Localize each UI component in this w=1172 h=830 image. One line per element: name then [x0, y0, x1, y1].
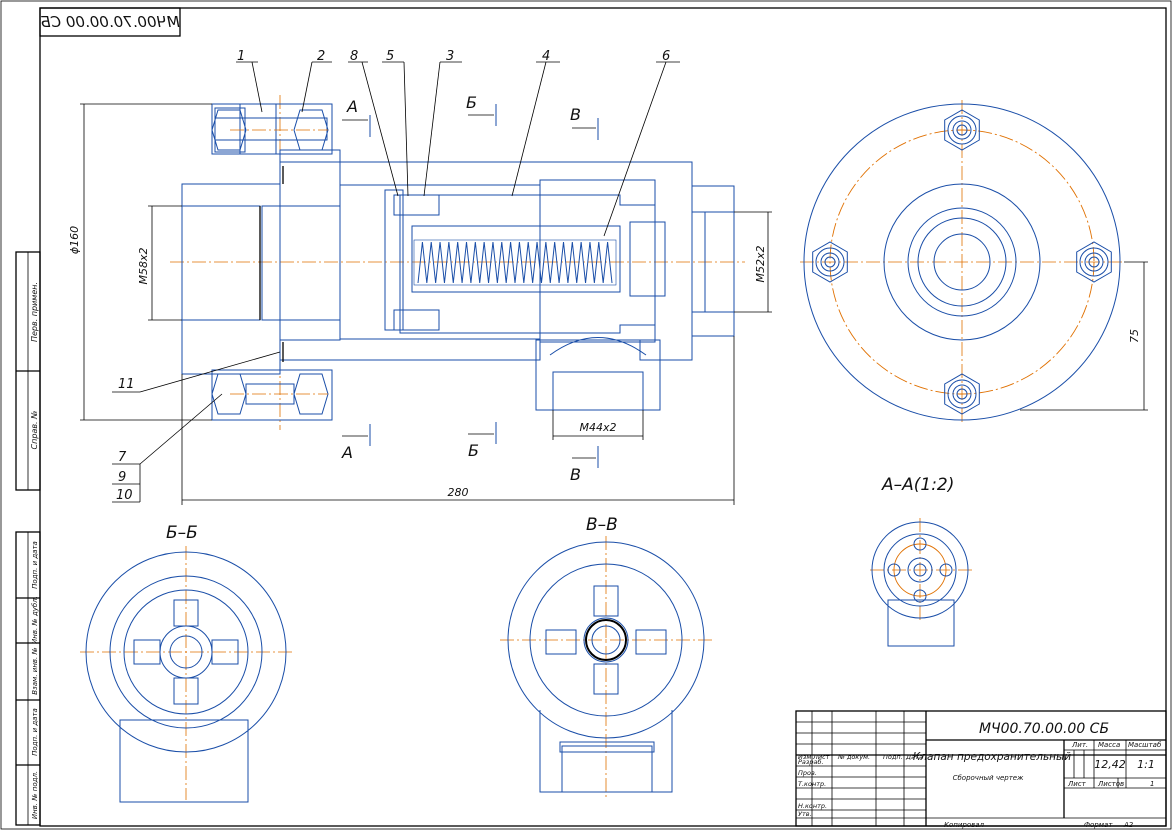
svg-text:МЧ00.70.00.00 СБ: МЧ00.70.00.00 СБ [979, 721, 1109, 737]
section-marker-b-bottom: Б [468, 422, 497, 460]
inner-frame [39, 7, 1167, 827]
side-stamp-column: Перв. примен. Справ. № Подп. и дата Инв.… [15, 251, 41, 826]
svg-text:9: 9 [118, 470, 126, 485]
svg-text:Инв. № подл.: Инв. № подл. [31, 771, 39, 819]
svg-text:Инв. № дубл.: Инв. № дубл. [31, 596, 39, 644]
svg-text:Дата: Дата [905, 753, 923, 761]
section-marker-a-bottom: А [341, 424, 371, 462]
svg-text:Пров.: Пров. [798, 769, 817, 777]
svg-text:A2: A2 [1123, 821, 1134, 829]
svg-text:ϕ160: ϕ160 [68, 226, 81, 254]
svg-text:Клапан предохранительный: Клапан предохранительный [913, 751, 1071, 763]
svg-text:Разраб.: Разраб. [798, 758, 824, 766]
svg-text:10: 10 [116, 488, 133, 503]
svg-text:75: 75 [1128, 329, 1141, 343]
section-vv-view: В–В [500, 515, 712, 800]
mirrored-code-stamp: МЧ00.70.00.00 СБ [39, 7, 181, 37]
svg-text:Перв. примен.: Перв. примен. [30, 282, 39, 342]
dimension-diameter: ϕ160 [68, 103, 212, 421]
dimension-thread-left: M58x2 [137, 205, 182, 321]
bolt-head-icon [944, 373, 980, 415]
svg-text:Т.контр.: Т.контр. [798, 780, 826, 788]
svg-text:Подп. и дата: Подп. и дата [31, 541, 39, 589]
svg-text:4: 4 [542, 49, 550, 64]
svg-text:Подп.: Подп. [883, 753, 903, 761]
svg-text:Взам. инв. №: Взам. инв. № [31, 647, 39, 695]
svg-text:Лит.: Лит. [1071, 741, 1088, 749]
svg-text:5: 5 [386, 49, 394, 64]
svg-text:2: 2 [317, 49, 325, 64]
svg-text:Б: Б [468, 441, 479, 460]
section-marker-a-top: А [342, 97, 371, 137]
part-leaders: 1 2 8 5 3 4 6 11 7 9 10 [112, 49, 680, 503]
bolt-head-icon [944, 109, 980, 151]
svg-text:M44x2: M44x2 [580, 421, 617, 434]
svg-text:Лист: Лист [1067, 780, 1087, 788]
spring [413, 239, 617, 286]
svg-text:M58x2: M58x2 [137, 248, 150, 285]
dimension-offset: 75 [1020, 261, 1148, 411]
svg-text:280: 280 [448, 486, 469, 499]
svg-text:Лист: Лист [812, 753, 830, 761]
svg-text:Изм: Изм [798, 753, 811, 761]
svg-text:А–А(1:2): А–А(1:2) [881, 475, 954, 495]
svg-text:1: 1 [237, 49, 245, 64]
section-marker-v-top: В [570, 105, 599, 140]
svg-text:Подп. и дата: Подп. и дата [31, 708, 39, 756]
svg-text:7: 7 [118, 450, 127, 465]
svg-text:Листов: Листов [1097, 780, 1124, 788]
svg-text:Н.контр.: Н.контр. [798, 802, 827, 810]
svg-text:3: 3 [446, 49, 454, 64]
svg-text:Утв.: Утв. [798, 810, 812, 818]
svg-text:1: 1 [1150, 780, 1154, 788]
svg-text:В: В [570, 465, 581, 484]
section-aa-view: А–А(1:2) [870, 475, 972, 647]
svg-text:В: В [570, 105, 581, 124]
dimension-thread-right: M52x2 [734, 211, 772, 313]
title-block: МЧ00.70.00.00 СБ Клапан предохранительны… [795, 710, 1167, 829]
section-marker-v-bottom: В [570, 446, 599, 484]
svg-text:А: А [346, 97, 358, 116]
svg-text:А: А [341, 443, 353, 462]
svg-text:Сборочный чертеж: Сборочный чертеж [953, 774, 1024, 782]
svg-text:Масса: Масса [1098, 741, 1120, 749]
svg-text:№ докум.: № докум. [837, 753, 870, 761]
section-marker-b-top: Б [466, 93, 497, 126]
svg-text:В–В: В–В [586, 515, 618, 535]
svg-text:Копировал: Копировал [944, 821, 985, 829]
dimension-length: 280 [181, 336, 735, 505]
section-bb-view: Б–Б [80, 523, 292, 803]
bolt-head-icon [1076, 241, 1112, 283]
bolt-head-icon [812, 241, 848, 283]
svg-text:12,42: 12,42 [1094, 758, 1126, 771]
svg-text:Формат: Формат [1084, 821, 1113, 829]
svg-text:6: 6 [662, 49, 670, 64]
svg-text:1:1: 1:1 [1137, 758, 1155, 771]
svg-text:Справ. №: Справ. № [30, 411, 39, 450]
svg-text:Масштаб: Масштаб [1128, 741, 1162, 749]
svg-text:M52x2: M52x2 [754, 246, 767, 283]
main-section-view: ϕ160 M58x2 M52x2 M44x2 280 А [68, 49, 772, 505]
dimension-thread-bottom: M44x2 [552, 410, 644, 440]
svg-text:11: 11 [118, 377, 135, 392]
svg-text:8: 8 [350, 49, 358, 64]
svg-text:МЧ00.70.00.00 СБ: МЧ00.70.00.00 СБ [40, 13, 179, 31]
end-view: 75 [800, 100, 1148, 424]
svg-text:Б: Б [466, 93, 477, 112]
svg-text:Б–Б: Б–Б [166, 523, 198, 543]
